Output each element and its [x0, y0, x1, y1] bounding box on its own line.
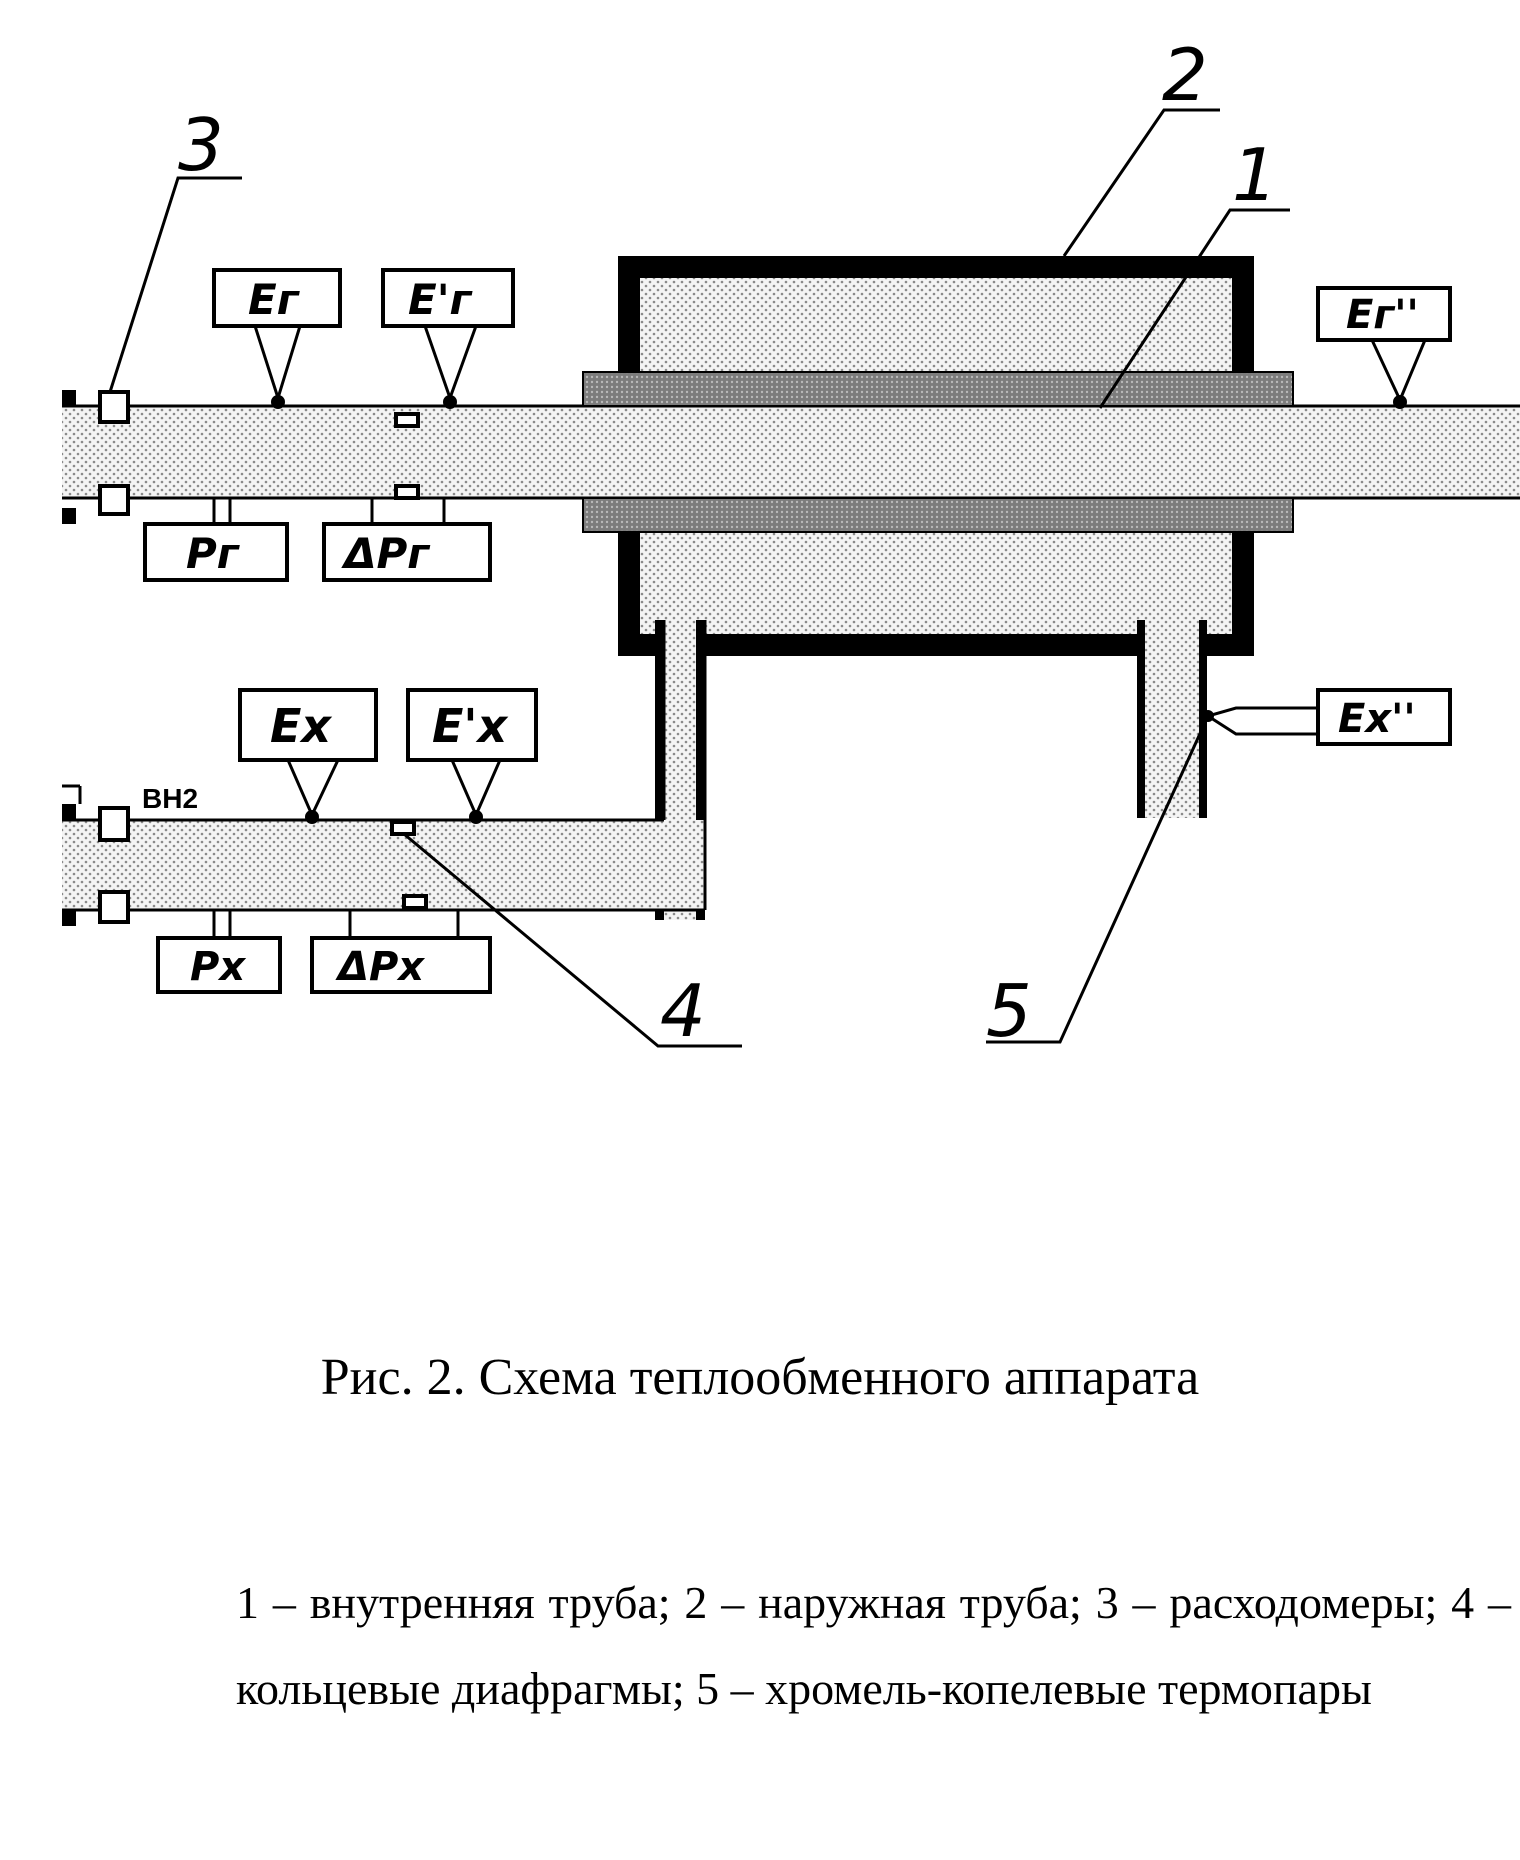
label-e-hot-mid: E'г: [408, 275, 474, 324]
label-p-hot: Pг: [186, 529, 241, 578]
label-p-cold: Px: [190, 944, 246, 990]
valve-label: ВН2: [142, 783, 198, 814]
callout-4: 4: [660, 969, 706, 1053]
figure-caption: Рис. 2. Схема теплообменного аппарата: [320, 1349, 1200, 1406]
cold-pipe: [62, 620, 707, 926]
callout-2: 2: [1162, 33, 1208, 117]
heat-exchanger-diagram: Eг E'г Eг'' Pг ΔPг Ex E'x Ex'': [62, 33, 1520, 1053]
figure-legend: 1 – внутренняя труба; 2 – наружная труба…: [236, 1577, 1511, 1714]
outer-tube-shell: [618, 256, 1254, 920]
label-e-hot-out: Eг'': [1346, 292, 1419, 338]
flowmeters: [98, 390, 130, 924]
label-dp-cold: ΔPx: [335, 944, 425, 990]
callout-1: 1: [1232, 133, 1278, 217]
callout-3: 3: [178, 103, 224, 187]
label-e-cold-mid: E'x: [432, 699, 509, 753]
callouts: 3 2 1 4 5: [108, 33, 1290, 1053]
label-dp-hot: ΔPг: [341, 529, 431, 578]
cold-sensors: Ex E'x Ex'' Px ΔPx ВН2: [142, 688, 1452, 994]
label-e-cold-in: Ex: [270, 699, 332, 753]
ring-diaphragms: [390, 412, 428, 910]
label-e-cold-out: Ex'': [1338, 696, 1416, 742]
hot-sensors: Eг E'г Eг'' Pг ΔPг: [143, 268, 1452, 582]
label-e-hot-in: Eг: [248, 275, 301, 324]
callout-5: 5: [986, 969, 1032, 1053]
inner-tube: [62, 371, 1520, 533]
